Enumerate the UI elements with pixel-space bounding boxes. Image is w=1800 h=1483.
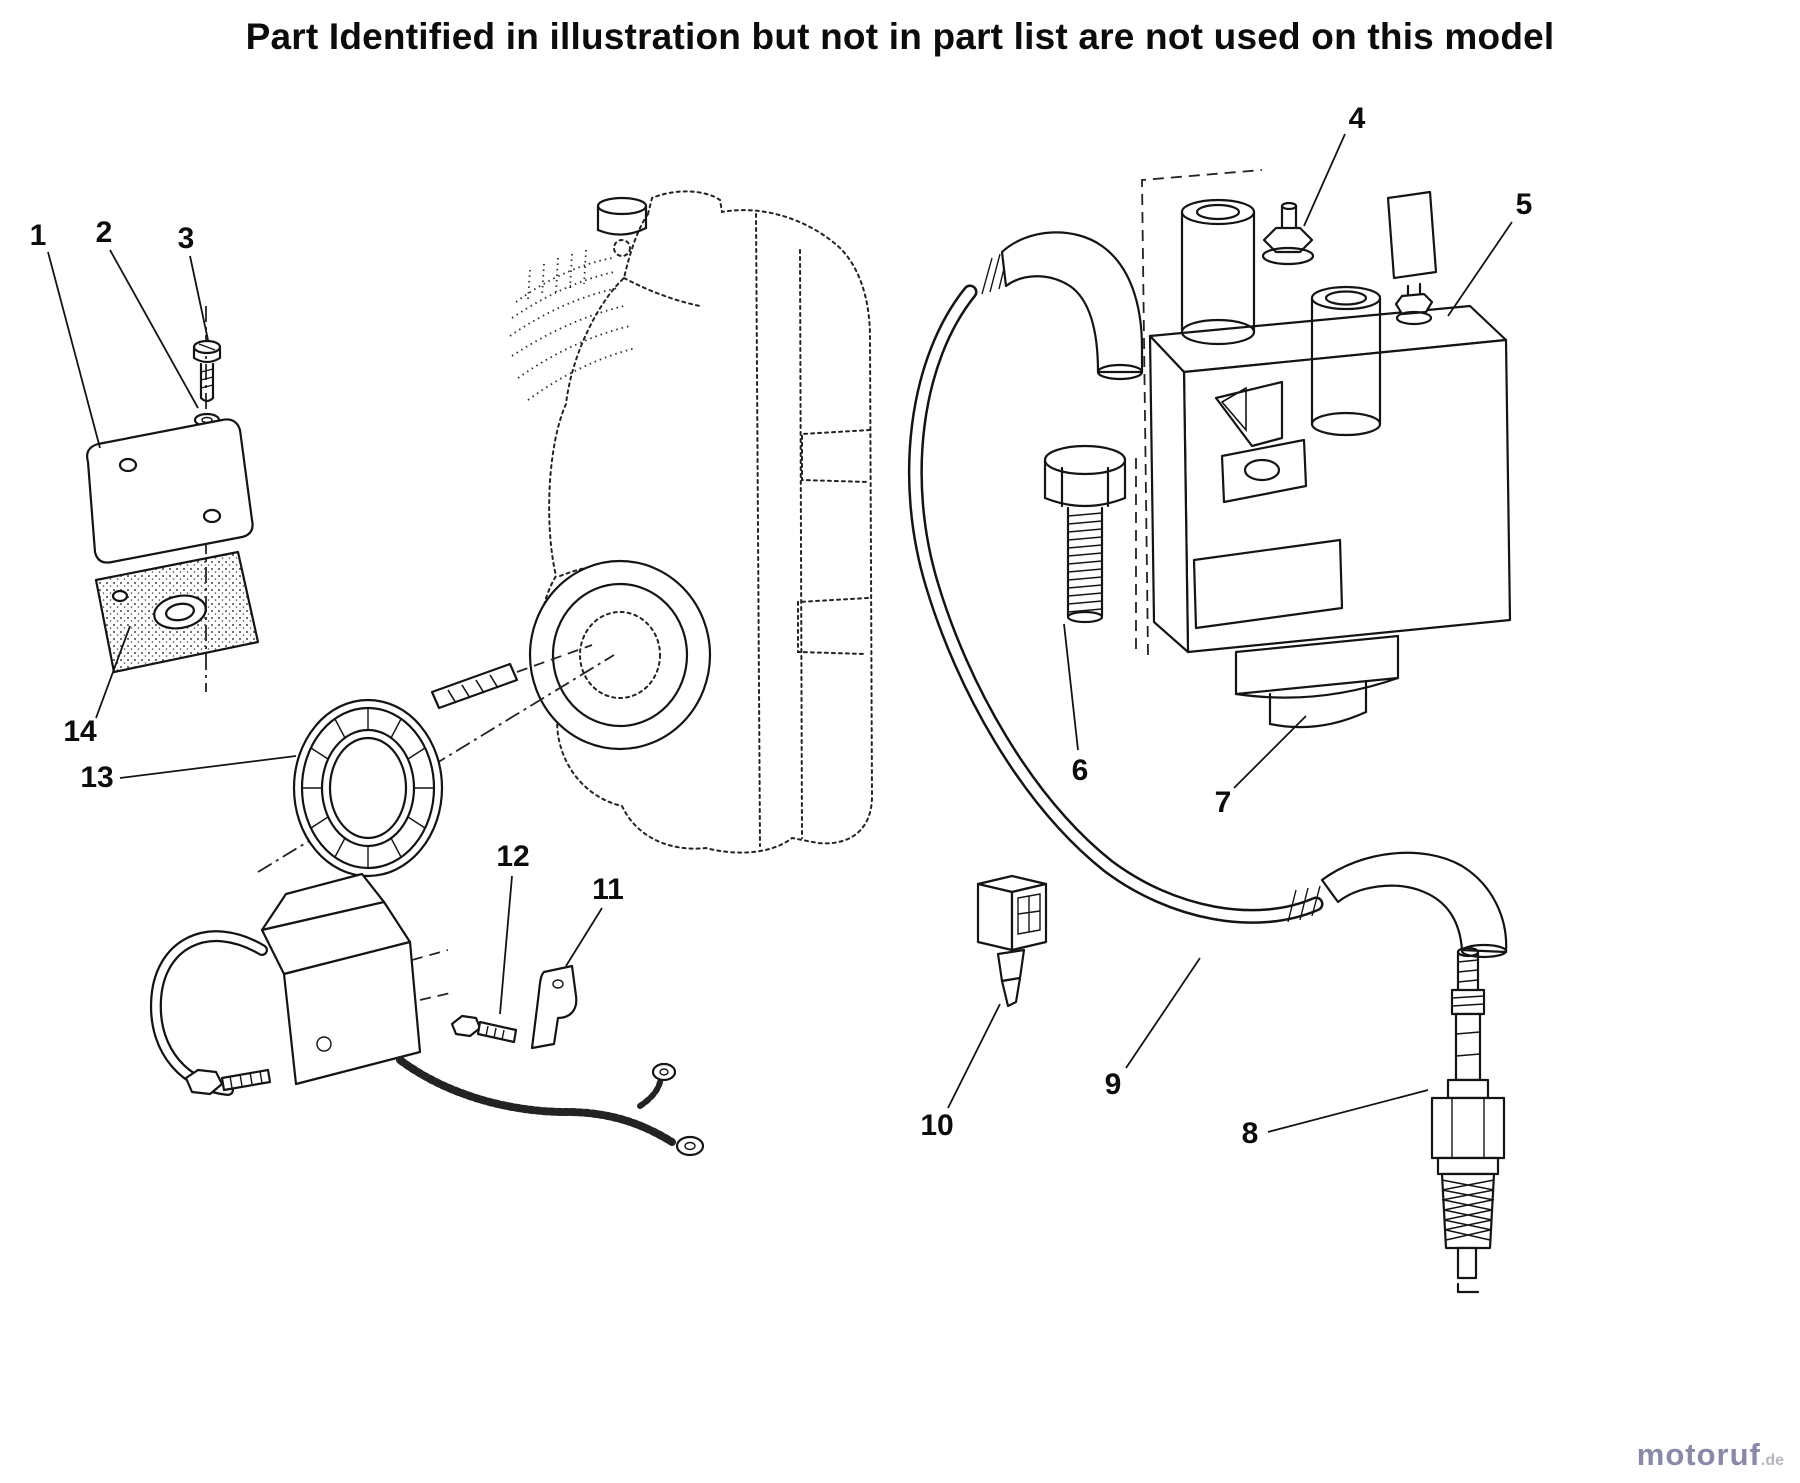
callout-label-13: 13 <box>80 761 113 794</box>
page-title: Part Identified in illustration but not … <box>245 16 1555 57</box>
coil-tower-left <box>1180 198 1256 346</box>
callout-label-11: 11 <box>592 873 624 906</box>
callout-10: 10 <box>920 1003 1001 1142</box>
callout-label-3: 3 <box>178 222 195 255</box>
callout-label-7: 7 <box>1215 786 1232 819</box>
callout-3: 3 <box>178 222 209 341</box>
callout-5: 5 <box>1447 188 1533 317</box>
terminal-nut-part4 <box>1261 201 1315 266</box>
watermark: motoruf.de <box>1637 1437 1784 1473</box>
callout-13: 13 <box>80 755 297 794</box>
fastener-stack <box>86 306 260 692</box>
callout-label-6: 6 <box>1072 754 1089 787</box>
housing-top-cap <box>596 196 648 257</box>
coil-body <box>1148 304 1512 654</box>
coil-elbow-boot <box>1000 231 1144 374</box>
screw-part12 <box>450 1014 518 1044</box>
coil-alignment-dashes <box>1141 169 1263 656</box>
callout-14: 14 <box>63 625 131 748</box>
gasket-part14 <box>94 550 260 674</box>
callout-1: 1 <box>30 219 101 449</box>
housing-shading-texture <box>509 249 637 401</box>
callout-label-2: 2 <box>96 216 113 249</box>
watermark-tld: .de <box>1760 1452 1784 1469</box>
spark-plug-wire-part9 <box>907 231 1508 959</box>
watermark-brand: motoruf <box>1636 1437 1761 1472</box>
ignition-coil-assembly <box>1141 169 1512 729</box>
terminal-block-part5 <box>1386 190 1438 326</box>
hex-bolt-part6 <box>1043 444 1137 652</box>
connector-part10 <box>976 874 1048 1008</box>
callout-label-10: 10 <box>920 1109 953 1142</box>
alignment-stud <box>430 644 593 710</box>
callout-label-14: 14 <box>63 715 97 748</box>
ignition-module-drawing <box>149 872 705 1157</box>
module-body <box>260 872 456 1086</box>
callout-label-12: 12 <box>496 840 529 873</box>
callout-label-8: 8 <box>1242 1117 1259 1150</box>
callout-9: 9 <box>1105 957 1201 1101</box>
housing-bearing-opening <box>528 559 712 751</box>
mounting-plate-part1 <box>86 418 254 564</box>
callout-8: 8 <box>1242 1089 1429 1150</box>
callout-7: 7 <box>1215 715 1307 819</box>
callout-label-1: 1 <box>30 219 47 252</box>
coil-base-part7 <box>1234 634 1400 729</box>
callout-label-4: 4 <box>1349 102 1366 135</box>
bearing-seal-part13 <box>292 698 444 878</box>
callout-2: 2 <box>96 216 199 409</box>
callout-label-9: 9 <box>1105 1068 1122 1101</box>
ground-wire <box>396 1056 705 1157</box>
module-terminal-bolt <box>184 1068 272 1096</box>
callout-12: 12 <box>496 840 530 1015</box>
callout-4: 4 <box>1303 102 1366 227</box>
callout-label-5: 5 <box>1516 188 1533 221</box>
coil-tower-right <box>1310 285 1382 437</box>
callouts: 1 2 3 4 5 6 7 <box>30 102 1533 1150</box>
spark-plug-part8 <box>1430 946 1506 1294</box>
clamp-part11 <box>530 964 578 1050</box>
screw-part3 <box>192 339 222 403</box>
wire-rib-rings-bottom <box>1287 885 1321 923</box>
callout-6: 6 <box>1063 623 1089 787</box>
plug-elbow-boot <box>1320 851 1508 954</box>
callout-11: 11 <box>565 873 624 967</box>
